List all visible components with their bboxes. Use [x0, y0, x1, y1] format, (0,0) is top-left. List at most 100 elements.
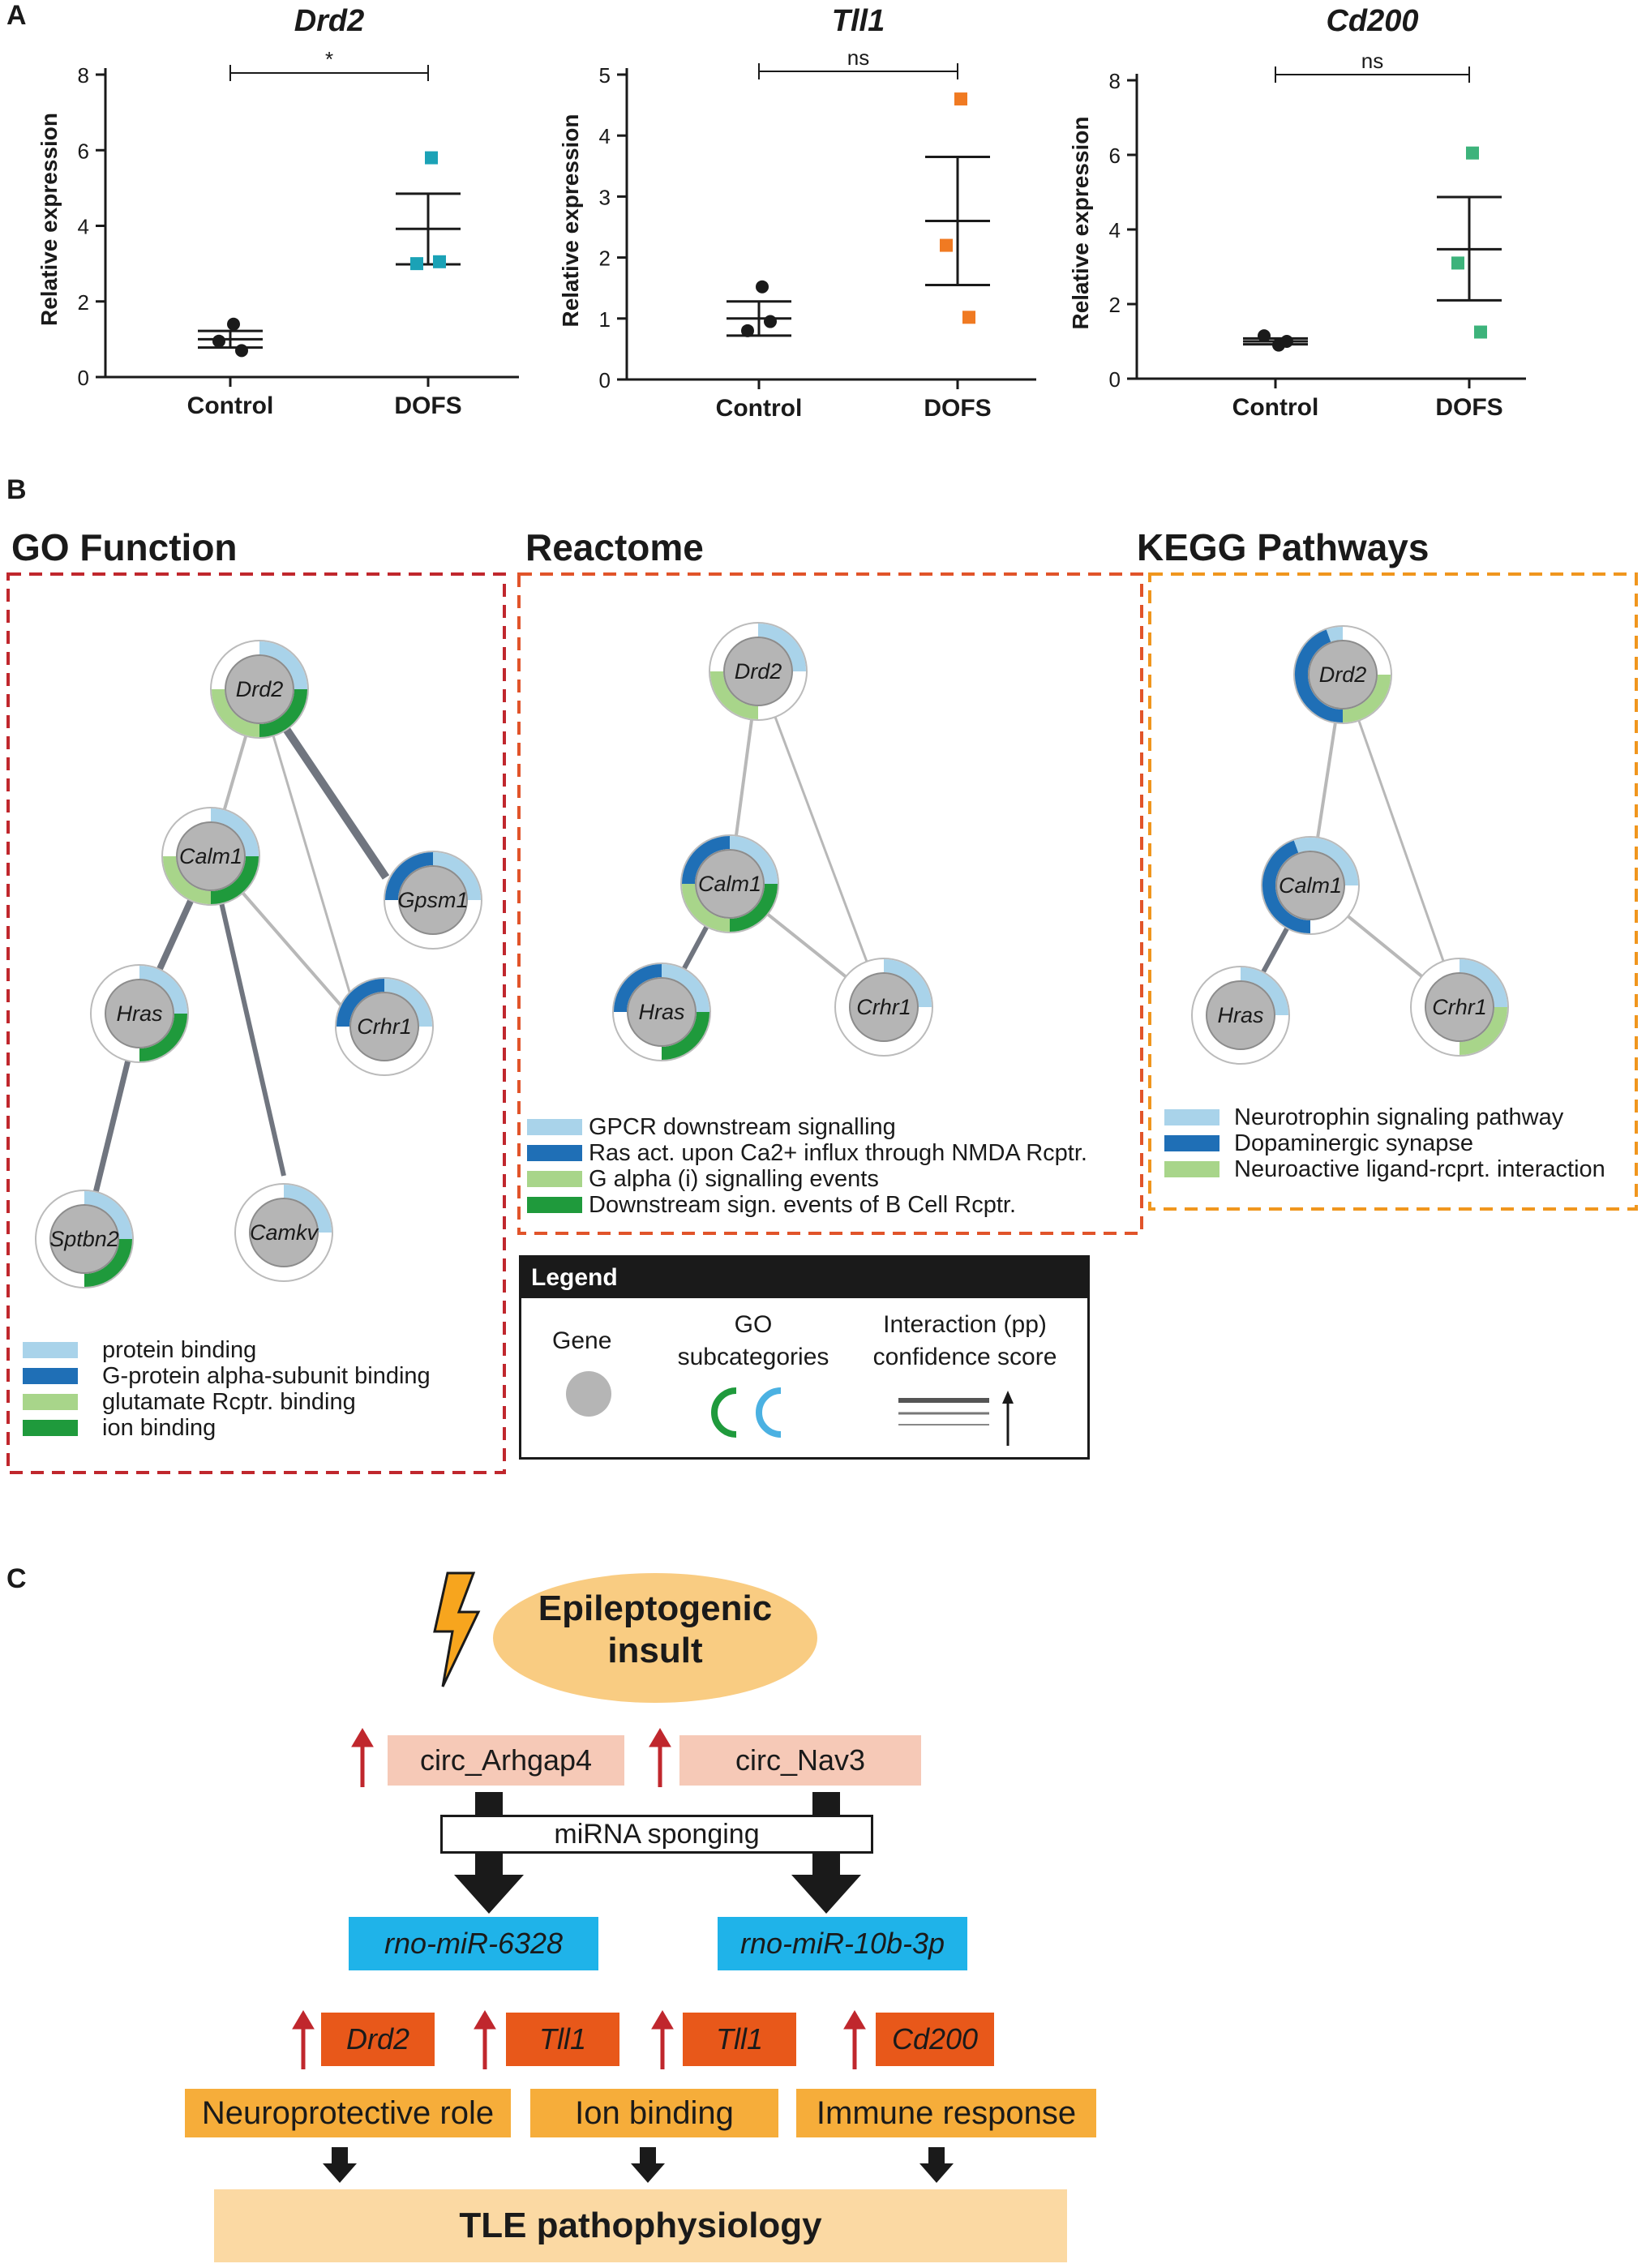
y-axis-label: Relative expression: [1068, 116, 1093, 329]
category-arc: [163, 855, 212, 904]
gene-label: Calm1: [698, 872, 761, 896]
data-point: [756, 280, 769, 294]
data-point: [433, 255, 446, 268]
reactome-legend-label: GPCR downstream signalling: [589, 1113, 896, 1140]
kegg-legend-label: Dopaminergic synapse: [1234, 1130, 1473, 1156]
y-tick-label: 6: [78, 139, 89, 163]
interaction-edge: [757, 671, 885, 1008]
data-point: [1280, 335, 1293, 348]
gene-circle: [349, 992, 419, 1061]
category-arc: [710, 671, 759, 719]
category-arc: [1459, 959, 1507, 1008]
kegg-legend: Neurotrophin signaling pathway Dopaminer…: [1164, 1104, 1605, 1182]
gene-node-camkv: Camkv: [234, 1183, 333, 1282]
gene-circle: [49, 1204, 119, 1274]
go-legend-item: G-protein alpha-subunit binding: [23, 1363, 431, 1389]
dark-green-swatch: [527, 1197, 582, 1213]
gene-label: Camkv: [250, 1220, 319, 1245]
y-tick-label: 5: [599, 63, 611, 88]
kegg-legend-item: Dopaminergic synapse: [1164, 1130, 1605, 1156]
pathway-diagram: [433, 1571, 817, 1703]
gene-node-sptbn2: Sptbn2: [35, 1190, 134, 1288]
dark-green-swatch: [23, 1420, 78, 1436]
reactome-legend-item: Downstream sign. events of B Cell Rcptr.: [527, 1192, 1087, 1218]
gene-label: Sptbn2: [49, 1227, 119, 1251]
category-arc: [1240, 967, 1288, 1016]
y-axis-label: Relative expression: [558, 114, 583, 327]
y-tick-label: 4: [599, 124, 611, 148]
light-green-swatch: [527, 1171, 582, 1187]
up-arrow-icon: [474, 2010, 496, 2069]
gene-circle: [627, 977, 697, 1047]
y-tick-label: 2: [78, 290, 89, 315]
gene-node-calm1: Calm1: [680, 834, 779, 933]
light-blue-swatch: [1164, 1109, 1219, 1125]
mirna-box: rno-miR-10b-3p: [718, 1917, 967, 1970]
go-legend-label: ion binding: [102, 1414, 216, 1441]
gene-circle: [849, 972, 919, 1042]
category-arc: [1295, 629, 1344, 722]
data-point: [1258, 329, 1271, 343]
lightning-icon: [433, 1571, 481, 1687]
key-go-label-2: subcategories: [677, 1344, 829, 1370]
reactome-legend-label: Ras act. upon Ca2+ influx through NMDA R…: [589, 1139, 1087, 1166]
gene-node-drd2: Drd2: [709, 622, 808, 721]
category-arc: [259, 641, 307, 690]
category-arc: [729, 836, 778, 885]
gene-label: Drd2: [236, 677, 284, 701]
data-point: [1466, 146, 1479, 160]
category-arc: [1293, 838, 1311, 853]
chart-title: Cd200: [1326, 4, 1418, 38]
dark-blue-swatch: [1164, 1135, 1219, 1151]
gene-node-drd2: Drd2: [210, 640, 309, 739]
light-green-swatch: [23, 1394, 78, 1410]
x-tick-label: DOFS: [394, 392, 461, 419]
gene-circle: [249, 1198, 319, 1267]
gene-circle: [398, 865, 468, 935]
y-tick-label: 1: [599, 307, 611, 332]
circrna-box: circ_Arhgap4: [388, 1735, 624, 1786]
reactome-legend-item: GPCR downstream signalling: [527, 1114, 1087, 1140]
category-arc: [210, 808, 259, 857]
y-tick-label: 0: [1109, 367, 1121, 392]
key-title: Legend: [521, 1258, 1087, 1298]
category-arc: [210, 855, 259, 904]
insult-line-1: Epileptogenic: [538, 1588, 773, 1628]
y-tick-label: 3: [599, 185, 611, 209]
go-legend-label: glutamate Rcptr. binding: [102, 1388, 356, 1415]
key-confidence-label-1: Interaction (pp): [883, 1311, 1047, 1338]
role-box: Immune response: [796, 2089, 1096, 2137]
category-arc: [729, 883, 778, 932]
confidence-lines-icon: [898, 1391, 1014, 1446]
kegg-title: KEGG Pathways: [1137, 526, 1430, 568]
category-arc: [432, 852, 481, 901]
gene-node-crhr1: Crhr1: [335, 977, 434, 1076]
reactome-legend-label: G alpha (i) signalling events: [589, 1165, 879, 1192]
x-tick-label: Control: [716, 395, 803, 422]
up-arrow-icon: [843, 2010, 866, 2069]
category-arc: [661, 964, 709, 1013]
category-arc: [139, 966, 187, 1014]
up-arrow-icon: [651, 2010, 674, 2069]
chart-title: Tll1: [832, 4, 885, 38]
category-arc: [757, 624, 806, 672]
insult-line-2: insult: [607, 1631, 703, 1670]
gene-circle: [1206, 980, 1275, 1050]
y-tick-label: 8: [1109, 69, 1121, 93]
go-legend-label: G-protein alpha-subunit binding: [102, 1362, 431, 1389]
data-point: [212, 334, 225, 348]
panel-a-letter: A: [6, 0, 27, 31]
go-function-title: GO Function: [11, 526, 238, 568]
insult-ellipse: [493, 1573, 817, 1703]
category-arc: [336, 979, 385, 1027]
go-subcategory-arcs-icon: [711, 1387, 782, 1438]
interaction-edge: [1341, 674, 1461, 1008]
gene-label: Calm1: [179, 844, 242, 868]
down-arrow-icon: [323, 2147, 357, 2183]
gene-label: Calm1: [1279, 873, 1342, 898]
pathway-flow: [292, 1728, 954, 2183]
gene-circle: [1275, 851, 1345, 920]
gene-node-hras: Hras: [1191, 966, 1290, 1065]
gene-node-calm1: Calm1: [161, 807, 260, 906]
